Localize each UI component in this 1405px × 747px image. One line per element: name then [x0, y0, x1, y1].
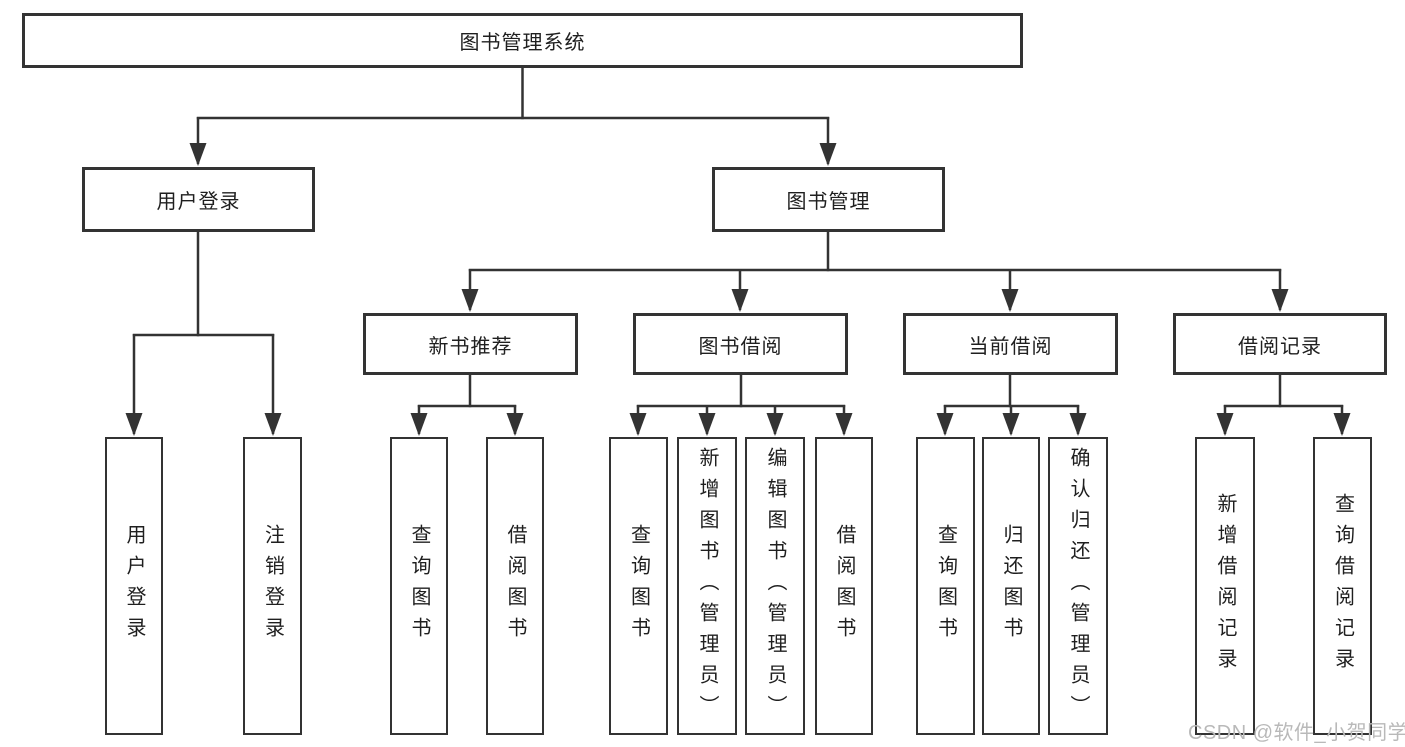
node-book-borrow-label: 图书借阅 [698, 335, 783, 358]
leaf-edit-book-admin-label: 编辑图书（管理员） [764, 446, 786, 726]
node-book-management-label: 图书管理 [786, 191, 871, 213]
leaf-add-book-admin-label: 新增图书（管理员） [696, 446, 718, 726]
leaf-query-books-borrow: 查询图书 [609, 437, 668, 735]
leaf-return-books-label: 归还图书 [1000, 524, 1022, 648]
node-new-book-recommend: 新书推荐 [363, 313, 578, 375]
leaf-logout-label: 注销登录 [261, 524, 284, 648]
leaf-query-books-current: 查询图书 [916, 437, 975, 735]
node-book-management: 图书管理 [712, 167, 945, 232]
leaf-return-books: 归还图书 [982, 437, 1040, 735]
book-borrow-group-connectors [629, 373, 853, 436]
leaf-borrow-books: 借阅图书 [815, 437, 873, 735]
node-current-borrow-label: 当前借阅 [968, 335, 1053, 358]
node-book-borrow: 图书借阅 [633, 313, 848, 375]
node-user-login: 用户登录 [82, 167, 315, 232]
leaf-borrow-books-label: 借阅图书 [833, 524, 855, 648]
current-borrow-group-connectors [936, 373, 1087, 436]
leaf-query-books-recommend-label: 查询图书 [408, 524, 430, 648]
borrow-records-group-connectors [1216, 373, 1351, 436]
leaf-query-books-recommend: 查询图书 [390, 437, 448, 735]
root-to-level2-connectors [189, 66, 837, 166]
leaf-confirm-return-admin-label: 确认归还（管理员） [1067, 446, 1089, 726]
leaf-query-borrow-record: 查询借阅记录 [1313, 437, 1372, 735]
leaf-query-borrow-record-label: 查询借阅记录 [1331, 493, 1354, 679]
leaf-add-book-admin: 新增图书（管理员） [677, 437, 737, 735]
node-user-login-label: 用户登录 [156, 191, 241, 213]
leaf-query-books-borrow-label: 查询图书 [627, 524, 650, 648]
node-root: 图书管理系统 [22, 13, 1023, 68]
user-login-branch-connectors [125, 230, 282, 436]
leaf-edit-book-admin: 编辑图书（管理员） [745, 437, 805, 735]
node-new-book-recommend-label: 新书推荐 [428, 335, 513, 358]
leaf-add-borrow-record-label: 新增借阅记录 [1214, 493, 1236, 679]
node-borrow-records: 借阅记录 [1173, 313, 1387, 375]
leaf-borrow-books-recommend: 借阅图书 [486, 437, 544, 735]
node-current-borrow: 当前借阅 [903, 313, 1118, 375]
leaf-borrow-books-recommend-label: 借阅图书 [504, 524, 526, 648]
leaf-user-login: 用户登录 [105, 437, 163, 735]
new-book-group-connectors [410, 373, 524, 436]
node-borrow-records-label: 借阅记录 [1238, 335, 1322, 358]
leaf-query-books-current-label: 查询图书 [934, 524, 957, 648]
leaf-user-login-label: 用户登录 [123, 524, 145, 648]
leaf-confirm-return-admin: 确认归还（管理员） [1048, 437, 1108, 735]
leaf-logout: 注销登录 [243, 437, 302, 735]
node-root-label: 图书管理系统 [459, 32, 586, 54]
book-management-to-level3-connectors [461, 230, 1289, 312]
leaf-add-borrow-record: 新增借阅记录 [1195, 437, 1255, 735]
